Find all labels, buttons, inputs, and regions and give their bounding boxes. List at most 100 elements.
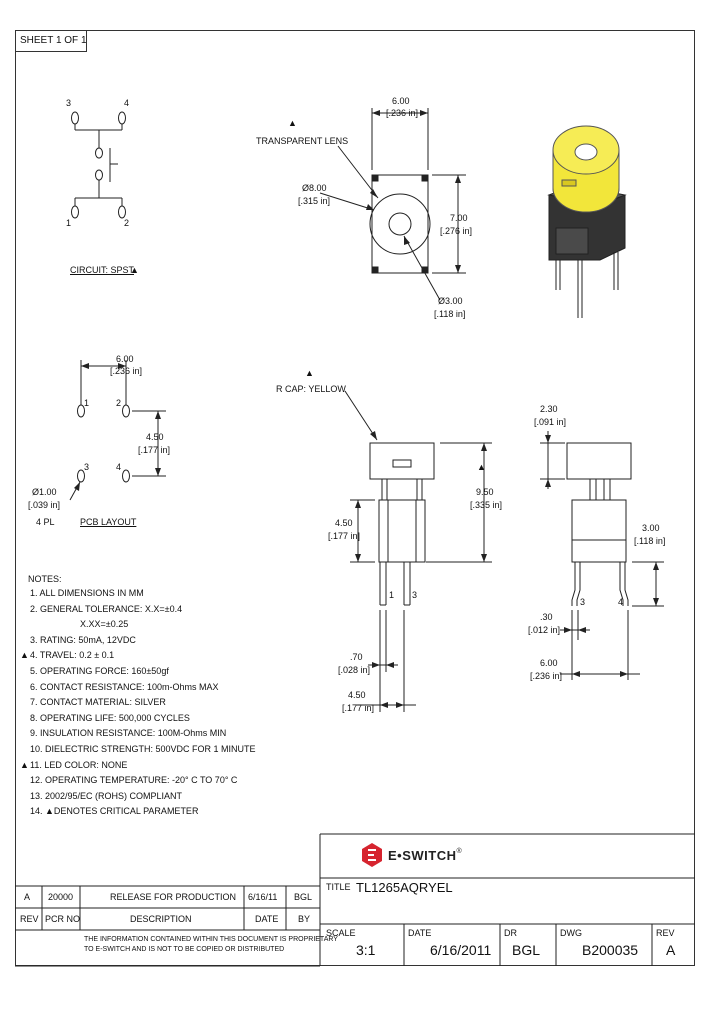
pcb-pin-label: 3 <box>84 462 90 472</box>
side-pin-len-mm: 3.00 <box>642 523 660 533</box>
circuit-pin-label: 2 <box>124 218 130 228</box>
sheet-label: SHEET 1 OF 1 <box>20 35 87 46</box>
inner-dia-mm: Ø3.00 <box>438 296 463 306</box>
pcb-pin-label: 1 <box>84 398 90 408</box>
side-pin-t-in: [.012 in] <box>528 625 561 635</box>
top-height-mm: 7.00 <box>450 213 468 223</box>
note-item: 5. OPERATING FORCE: 160±50gf <box>20 666 320 682</box>
cap-label: R CAP: YELLOW <box>276 384 346 394</box>
e-switch-logo-icon <box>362 843 382 867</box>
note-text: 3. RATING: 50mA, 12VDC <box>30 634 136 645</box>
e-switch-logo: E•SWITCH ® <box>362 842 462 868</box>
rev-row-by: BGL <box>294 892 313 902</box>
note-text: 8. OPERATING LIFE: 500,000 CYCLES <box>30 712 190 723</box>
note-item: 8. OPERATING LIFE: 500,000 CYCLES <box>20 713 320 729</box>
front-body-in: [.177 in] <box>328 531 361 541</box>
rev-header-date: DATE <box>255 914 279 924</box>
note-item: 7. CONTACT MATERIAL: SILVER <box>20 697 320 713</box>
note-text: 5. OPERATING FORCE: 160±50gf <box>30 665 169 676</box>
logo-text: E•SWITCH <box>388 847 457 863</box>
pcb-pitch-mm: 4.50 <box>146 432 164 442</box>
side-view <box>540 431 664 680</box>
note-text: 11. LED COLOR: NONE <box>30 759 128 770</box>
note-item: 1. ALL DIMENSIONS IN MM <box>20 588 320 604</box>
side-pin-t-mm: .30 <box>540 612 553 622</box>
circuit-label: CIRCUIT: SPST <box>70 265 135 275</box>
front-pin-w-in: [.028 in] <box>338 665 371 675</box>
note-text: 2. GENERAL TOLERANCE: X.X=±0.4 <box>30 603 183 614</box>
pcb-width-mm: 6.00 <box>116 354 134 364</box>
pcb-pitch-in: [.177 in] <box>138 445 171 455</box>
notes-list: 1. ALL DIMENSIONS IN MM 2. GENERAL TOLER… <box>20 588 320 822</box>
circuit-pin-label: 4 <box>124 98 130 108</box>
top-width-mm: 6.00 <box>392 96 410 106</box>
scale-label: SCALE <box>326 928 356 938</box>
pcb-layout-label: PCB LAYOUT <box>80 517 137 527</box>
circuit-pin-label: 1 <box>66 218 72 228</box>
critical-mark-icon: ▲ <box>20 759 29 770</box>
note-text: 9. INSULATION RESISTANCE: 100M-Ohms MIN <box>30 728 227 739</box>
pcb-hole-qty: 4 PL <box>36 517 55 527</box>
note-item: X.XX=±0.25 <box>20 619 320 635</box>
date-value: 6/16/2011 <box>430 942 492 958</box>
date-label: DATE <box>408 928 432 938</box>
drawn-by-value: BGL <box>512 942 541 958</box>
rev-header-desc: DESCRIPTION <box>130 914 192 924</box>
note-item: 12. OPERATING TEMPERATURE: -20° C TO 70°… <box>20 775 320 791</box>
side-pin-label: 4 <box>618 597 624 607</box>
note-item: 13. 2002/95/EC (ROHS) COMPLIANT <box>20 791 320 807</box>
side-cap-h-in: [.091 in] <box>534 417 567 427</box>
critical-mark-icon: ▲ <box>288 118 297 128</box>
dwg-value: B200035 <box>582 942 639 958</box>
note-item: 10. DIELECTRIC STRENGTH: 500VDC FOR 1 MI… <box>20 744 320 760</box>
drawing-sheet <box>15 30 695 966</box>
rev-row-desc: RELEASE FOR PRODUCTION <box>110 892 237 902</box>
drawn-by-label: DR <box>504 928 517 938</box>
front-view <box>344 390 492 712</box>
front-pin-label: 1 <box>389 590 395 600</box>
disclaimer-line-2: TO E-SWITCH AND IS NOT TO BE COPIED OR D… <box>84 946 285 953</box>
front-pin-w-mm: .70 <box>350 652 363 662</box>
sheet-label-box <box>15 30 87 52</box>
rev-row-pcr: 20000 <box>48 892 74 902</box>
side-width-in: [.236 in] <box>530 671 563 681</box>
note-text: 13. 2002/95/EC (ROHS) COMPLIANT <box>30 790 183 801</box>
pcb-pin-label: 2 <box>116 398 122 408</box>
top-width-in: [.236 in] <box>386 108 419 118</box>
rev-header-pcr: PCR NO <box>45 914 81 924</box>
note-text: 14. ▲DENOTES CRITICAL PARAMETER <box>30 806 199 817</box>
critical-mark-icon: ▲ <box>477 462 486 472</box>
critical-mark-icon: ▲ <box>130 265 139 275</box>
rev-label: REV <box>656 928 675 938</box>
note-item: ▲4. TRAVEL: 0.2 ± 0.1 <box>20 650 320 666</box>
note-item: 14. ▲DENOTES CRITICAL PARAMETER <box>20 806 320 822</box>
critical-mark-icon: ▲ <box>20 650 29 661</box>
front-height-mm: 9.50 <box>476 487 494 497</box>
pcb-pin-label: 4 <box>116 462 122 472</box>
rev-value: A <box>666 942 676 958</box>
front-body-mm: 4.50 <box>335 518 353 528</box>
front-pin-label: 3 <box>412 590 418 600</box>
top-view <box>319 108 466 301</box>
side-width-mm: 6.00 <box>540 658 558 668</box>
note-text: X.XX=±0.25 <box>80 619 129 630</box>
notes-title: NOTES: <box>28 574 62 584</box>
pcb-hole-mm: Ø1.00 <box>32 487 57 497</box>
rev-row-date: 6/16/11 <box>248 892 278 902</box>
side-pin-len-in: [.118 in] <box>634 536 666 546</box>
side-pin-label: 3 <box>580 597 586 607</box>
top-height-in: [.276 in] <box>440 226 473 236</box>
pcb-hole-in: [.039 in] <box>28 500 61 510</box>
front-height-in: [.335 in] <box>470 500 503 510</box>
note-text: 4. TRAVEL: 0.2 ± 0.1 <box>30 650 115 661</box>
isometric-view <box>547 125 627 318</box>
rev-row-rev: A <box>24 892 31 902</box>
note-item: 9. INSULATION RESISTANCE: 100M-Ohms MIN <box>20 728 320 744</box>
front-pitch-in: [.177 in] <box>342 703 375 713</box>
note-item: 2. GENERAL TOLERANCE: X.X=±0.4 <box>20 604 320 620</box>
part-number-title: TL1265AQRYEL <box>356 880 453 895</box>
critical-mark-icon: ▲ <box>305 368 314 378</box>
rev-header-rev: REV <box>20 914 39 924</box>
scale-value: 3:1 <box>356 942 376 958</box>
